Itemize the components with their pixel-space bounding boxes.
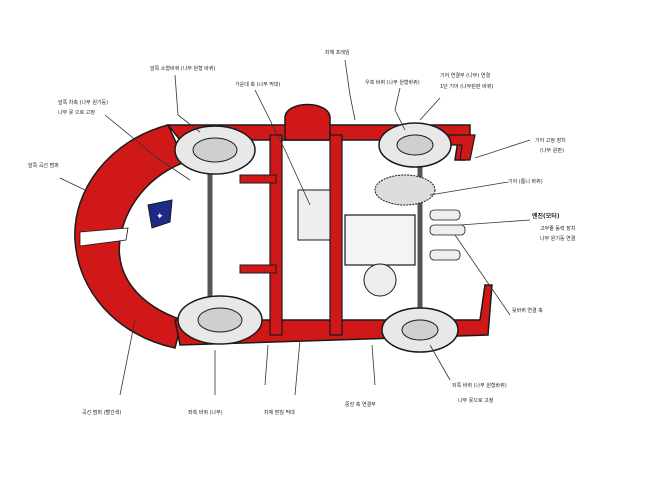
label-top-right-a: 기어 연결부 (나무) 연결 <box>440 73 491 79</box>
svg-text:✦: ✦ <box>156 212 164 222</box>
cylinder-2 <box>429 224 466 236</box>
wheel-icon <box>174 125 256 175</box>
cross-beam-1 <box>239 174 277 184</box>
label-engine-b: 고무줄 동력 장치 <box>540 226 576 232</box>
bumper-stripe <box>79 227 129 247</box>
top-bracket <box>284 103 331 141</box>
label-right-mid-a: 기어 고정 장치 <box>535 138 566 144</box>
label-frame-top: 차체 프레임 <box>325 50 350 56</box>
label-engine-c: 나무 원기둥 연결 <box>540 236 576 242</box>
label-top-right-b: 1단 기어 (나무원판 바퀴) <box>440 84 494 90</box>
label-bottom-center: 차체 받침 막대 <box>264 410 295 416</box>
emblem-icon: ✦ <box>147 199 173 229</box>
center-block <box>297 189 331 241</box>
chassis-beam-left <box>269 134 283 336</box>
label-center-top: 가운데 축 (나무 막대) <box>235 82 281 88</box>
engine-gear <box>363 263 397 297</box>
cross-beam-2 <box>239 264 277 274</box>
wheel-rear-top <box>378 122 452 168</box>
wheel-rear-bottom <box>381 307 459 353</box>
label-bottom-left-mid: 좌측 바퀴 (나무) <box>188 410 223 416</box>
label-bottom-right-b: 나무 못으로 고정 <box>458 398 494 404</box>
cylinder-3 <box>429 249 461 261</box>
label-front-wheel: 앞쪽 소형바퀴 (나무 원형 바퀴) <box>150 66 216 72</box>
label-bottom-mid: 중앙 축 연결부 <box>345 402 376 408</box>
leader-lines <box>59 59 531 396</box>
label-right-wheel-top: 우측 바퀴 (나무 원형바퀴) <box>365 80 420 86</box>
label-gear-sprocket: 기어 (톱니 바퀴) <box>508 179 543 185</box>
front-bumper-shape <box>74 124 187 349</box>
label-far-left: 앞쪽 곡선 범퍼 <box>28 163 59 169</box>
wheel-front-bottom <box>177 295 263 345</box>
chassis-beam-right <box>329 134 343 336</box>
label-upper-left-b: 나무 못 으로 고정 <box>58 110 95 116</box>
label-bottom-left: 곡선 범퍼 (빨간색) <box>82 410 122 416</box>
label-upper-left-a: 앞쪽 차축 (나무 원기둥) <box>58 100 109 106</box>
label-right-lower: 뒷바퀴 연결 축 <box>512 308 543 314</box>
gear-sprocket <box>374 174 436 206</box>
cylinder-1 <box>429 209 461 221</box>
label-right-mid-b: (나무 원판) <box>540 148 564 154</box>
engine-block <box>344 214 416 266</box>
label-bottom-right-a: 뒤쪽 바퀴 (나무 원형바퀴) <box>452 383 507 389</box>
label-engine-title: 엔진(모터) <box>532 213 560 220</box>
